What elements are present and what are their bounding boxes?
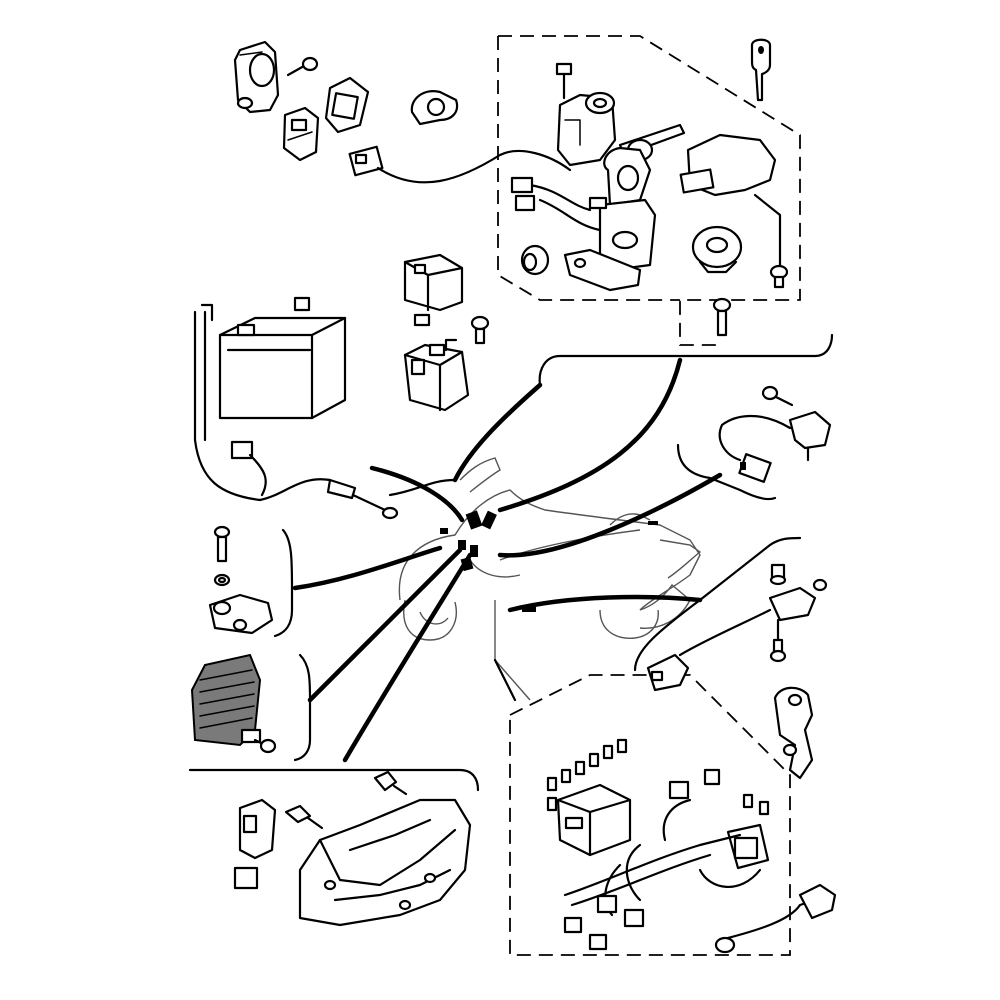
relay-small [668, 768, 721, 800]
switch-cover [282, 106, 320, 162]
ecu-connector-top [238, 798, 277, 860]
rubber-grommet [520, 244, 550, 276]
relay-bracket [273, 528, 294, 638]
ecu-bracket-line [188, 768, 480, 792]
ignition-group-base [538, 333, 834, 387]
cable-clip-right [773, 686, 814, 780]
relay-fuse [413, 313, 431, 327]
ignition-wiring [510, 176, 608, 232]
ecu-mount-bolt [284, 804, 324, 830]
fuse-box [556, 783, 632, 857]
fuse-row [546, 738, 770, 816]
key-blank [750, 38, 772, 102]
relay-screw [470, 315, 490, 345]
frame-bracket [298, 798, 472, 927]
rectifier-bolt [253, 738, 277, 754]
handlebar-screw [286, 56, 319, 77]
battery-cable [193, 303, 332, 502]
fuse-box-outline [509, 674, 791, 956]
ignition-antenna-ring [691, 225, 743, 274]
sensor-left-screw [213, 525, 231, 563]
starter-relay [403, 338, 470, 412]
relay-upper [403, 253, 464, 312]
diode-module [726, 823, 770, 870]
sensor-lower-body [678, 578, 828, 657]
sensor-upper-screw [761, 385, 794, 407]
immobilizer-bolt [769, 264, 789, 289]
sensor-upper-bracket [676, 443, 777, 501]
battery-group-curve [388, 478, 457, 497]
wire-clip [410, 90, 459, 126]
handlebar-clamp [233, 40, 280, 114]
switch-housing [324, 76, 370, 134]
main-harness [563, 798, 762, 917]
sensor-upper-connector [738, 453, 772, 483]
harness-connectors [563, 894, 645, 951]
switch-connector [348, 145, 572, 184]
sensor-lower-nut [769, 563, 787, 586]
ecu-screw-top [373, 770, 408, 796]
immobilizer-unit [679, 133, 782, 267]
rectifier-regulator [190, 653, 262, 747]
sensor-left-washer [213, 573, 231, 587]
sensor-lower-bolt [769, 638, 787, 663]
battery [218, 296, 347, 420]
ignition-group-outline [497, 35, 801, 346]
ignition-bracket [563, 248, 642, 292]
fuse-box-connector [493, 658, 517, 702]
sensor-lower-bracket [633, 536, 802, 672]
fuel-sensor-lead [714, 883, 837, 954]
sensor-upper-body [718, 410, 832, 462]
rectifier-bracket [293, 653, 312, 762]
battery-negative-lead [326, 478, 399, 520]
sensor-left-body [208, 593, 274, 635]
ignition-screw [555, 62, 573, 100]
connector-markers [440, 510, 658, 612]
ignition-cylinder [598, 146, 657, 272]
leader-lines [292, 357, 723, 763]
ecu-connector-small [233, 866, 259, 890]
ignition-switch [556, 91, 617, 167]
ignition-bottom-bolt [712, 297, 732, 337]
sensor-lower-connector [646, 653, 690, 692]
